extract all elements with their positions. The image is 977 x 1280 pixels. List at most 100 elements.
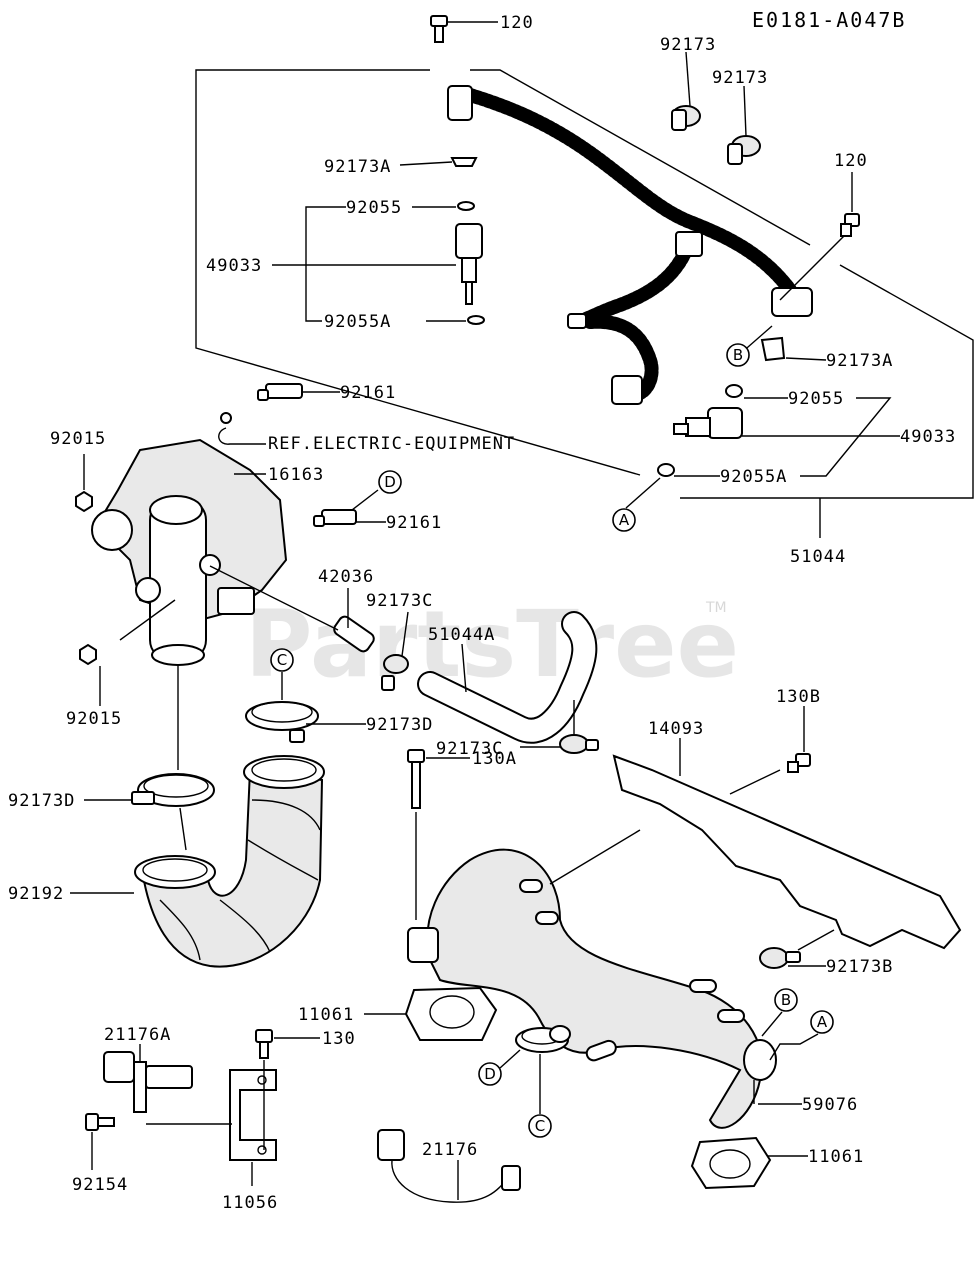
callout-A-lower-text: A [817,1013,828,1031]
bolt-130 [255,1029,273,1059]
label-120-top: 120 [500,13,534,33]
callout-D-lower-text: D [484,1065,496,1083]
air-duct-92192 [134,755,325,968]
label-120-right: 120 [834,151,868,171]
bracket-11056 [229,1069,277,1161]
label-92173-a: 92173 [660,35,716,55]
callout-C-lower-text: C [535,1117,545,1135]
label-49033-left: 49033 [206,256,262,276]
sensor-92161-top [257,383,303,401]
label-92015-bottom: 92015 [66,709,122,729]
reference-note: REF.ELECTRIC-EQUIPMENT [268,434,515,454]
fuel-connector-right [771,287,813,317]
watermark: PartsTree [245,591,739,698]
bolt-130A [407,749,425,809]
hose-clip-92173-a [671,105,701,131]
label-51044: 51044 [790,547,846,567]
injector-49033-right [673,407,743,439]
label-130: 130 [322,1029,356,1049]
callout-C-lower [528,1114,552,1138]
gasket-11061-mid [404,986,498,1041]
bolt-120-top [430,15,448,43]
label-130B: 130B [776,687,821,707]
callout-B-upper [726,343,750,367]
clip-92173C-bottom [559,734,599,754]
label-59076: 59076 [802,1095,858,1115]
label-92055-right: 92055 [788,389,844,409]
clip-92173C-top [381,654,409,691]
label-92055-left: 92055 [346,198,402,218]
label-51044A: 51044A [428,625,495,645]
trademark: TM [705,600,727,616]
label-11061-bottom: 11061 [808,1147,864,1167]
label-92173D-left: 92173D [8,791,75,811]
callout-A-upper [612,508,636,532]
callout-C-upper-text: C [277,651,287,669]
nut-92015-bottom [79,643,97,666]
label-92161-mid: 92161 [386,513,442,533]
sensor-92161-mid [313,509,357,527]
gasket-11061-bottom [690,1136,772,1190]
sensor-21176A [103,1051,193,1113]
callout-D-upper-text: D [384,473,396,491]
heat-shield-14093 [612,754,962,950]
label-92173A-right: 92173A [826,351,893,371]
bolt-130B [787,753,811,773]
label-14093: 14093 [648,719,704,739]
label-92161-top: 92161 [340,383,396,403]
hose-42036 [333,615,375,653]
fuel-rail-group-outline [195,69,974,538]
label-21176: 21176 [422,1140,478,1160]
ref-electric-ring [220,412,232,424]
callout-C-upper [270,648,294,672]
fuel-hose-assembly [447,85,813,405]
label-92173C-bottom: 92173C [436,739,503,759]
label-92192: 92192 [8,884,64,904]
label-92173-b: 92173 [712,68,768,88]
clip-92173A-right [760,336,786,362]
callout-B-upper-text: B [733,346,743,364]
label-92154: 92154 [72,1175,128,1195]
label-16163: 16163 [268,465,324,485]
label-92173D-right: 92173D [366,715,433,735]
label-42036: 42036 [318,567,374,587]
nut-92015-top [75,490,93,513]
clip-92173B [759,947,801,969]
o-ring-92055A-right [657,463,675,477]
label-49033-right: 49033 [900,427,956,447]
hose-clip-92173-b [727,135,761,165]
injector-49033-left [455,223,483,305]
label-92173C-top: 92173C [366,591,433,611]
fuel-quick-connector [611,375,643,405]
label-92055A-right: 92055A [720,467,787,487]
hose-end-cap [567,313,587,329]
o-ring-92055-left [457,201,475,211]
callout-B-lower [774,988,798,1012]
callout-D-upper [378,470,402,494]
label-92173A-left: 92173A [324,157,391,177]
o-ring-92055-right [725,384,743,398]
bolt-120-right [840,213,860,237]
label-11061-mid: 11061 [298,1005,354,1025]
fuel-connector-top [447,85,473,121]
label-92173B: 92173B [826,957,893,977]
label-130A: 130A [472,749,517,769]
callout-D-lower [478,1062,502,1086]
callout-A-upper-text: A [619,511,630,529]
throttle-body-16163 [91,438,288,666]
label-11056: 11056 [222,1193,278,1213]
clip-92173A-left [450,157,478,167]
oxygen-sensor-21176 [377,1129,521,1203]
intake-manifold-59076 [407,848,777,1129]
hose-tee-fitting [675,231,703,257]
o-ring-92055A-left [467,315,485,325]
label-21176A: 21176A [104,1025,171,1045]
callout-A-lower [810,1010,834,1034]
label-92015-top: 92015 [50,429,106,449]
bolt-92154 [85,1113,115,1131]
diagram-code: E0181-A047B [752,8,906,32]
callout-B-lower-text: B [781,991,791,1009]
label-92055A-left: 92055A [324,312,391,332]
clamp-92173D-lower [137,773,215,807]
